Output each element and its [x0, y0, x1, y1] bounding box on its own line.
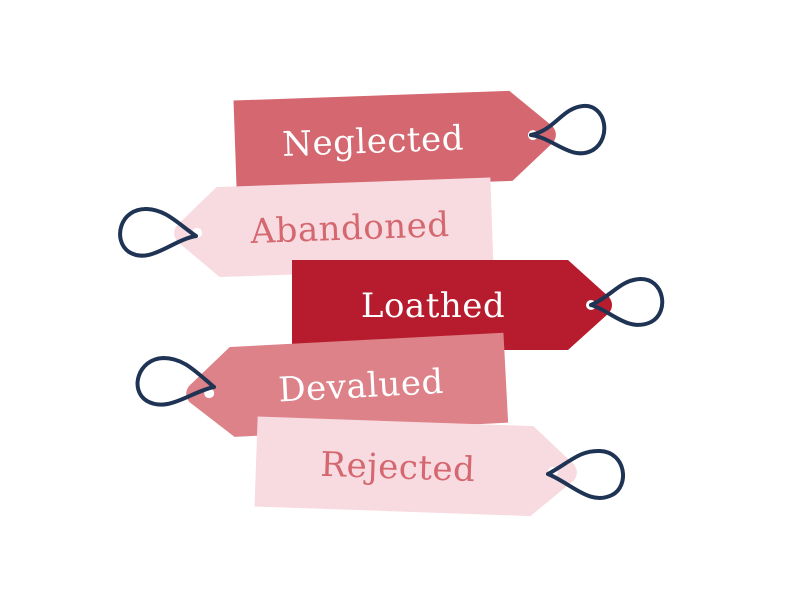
tag-neglected-body [233, 90, 556, 191]
tag-loathed-body [292, 260, 612, 350]
tag-devalued-body [186, 332, 509, 437]
tag-loathed-label: Loathed [361, 286, 505, 326]
tag-rejected-body [254, 416, 577, 517]
tag-rejected-label: Rejected [320, 445, 476, 490]
tag-abandoned-string-icon [118, 206, 198, 258]
tag-abandoned-body [174, 177, 494, 278]
tag-abandoned-label: Abandoned [249, 205, 450, 252]
tag-devalued: Devalued [186, 332, 509, 437]
tag-neglected-label: Neglected [282, 119, 465, 165]
tag-neglected: Neglected [233, 90, 556, 191]
tag-rejected-string-icon [546, 448, 625, 500]
tag-rejected: Rejected [254, 416, 577, 517]
tag-loathed-string-icon [589, 276, 665, 327]
tag-neglected-string-icon [529, 104, 607, 156]
tag-abandoned: Abandoned [174, 177, 494, 278]
tag-loathed: Loathed [292, 260, 612, 350]
tag-devalued-label: Devalued [277, 362, 444, 411]
tag-devalued-string-icon [135, 355, 216, 407]
